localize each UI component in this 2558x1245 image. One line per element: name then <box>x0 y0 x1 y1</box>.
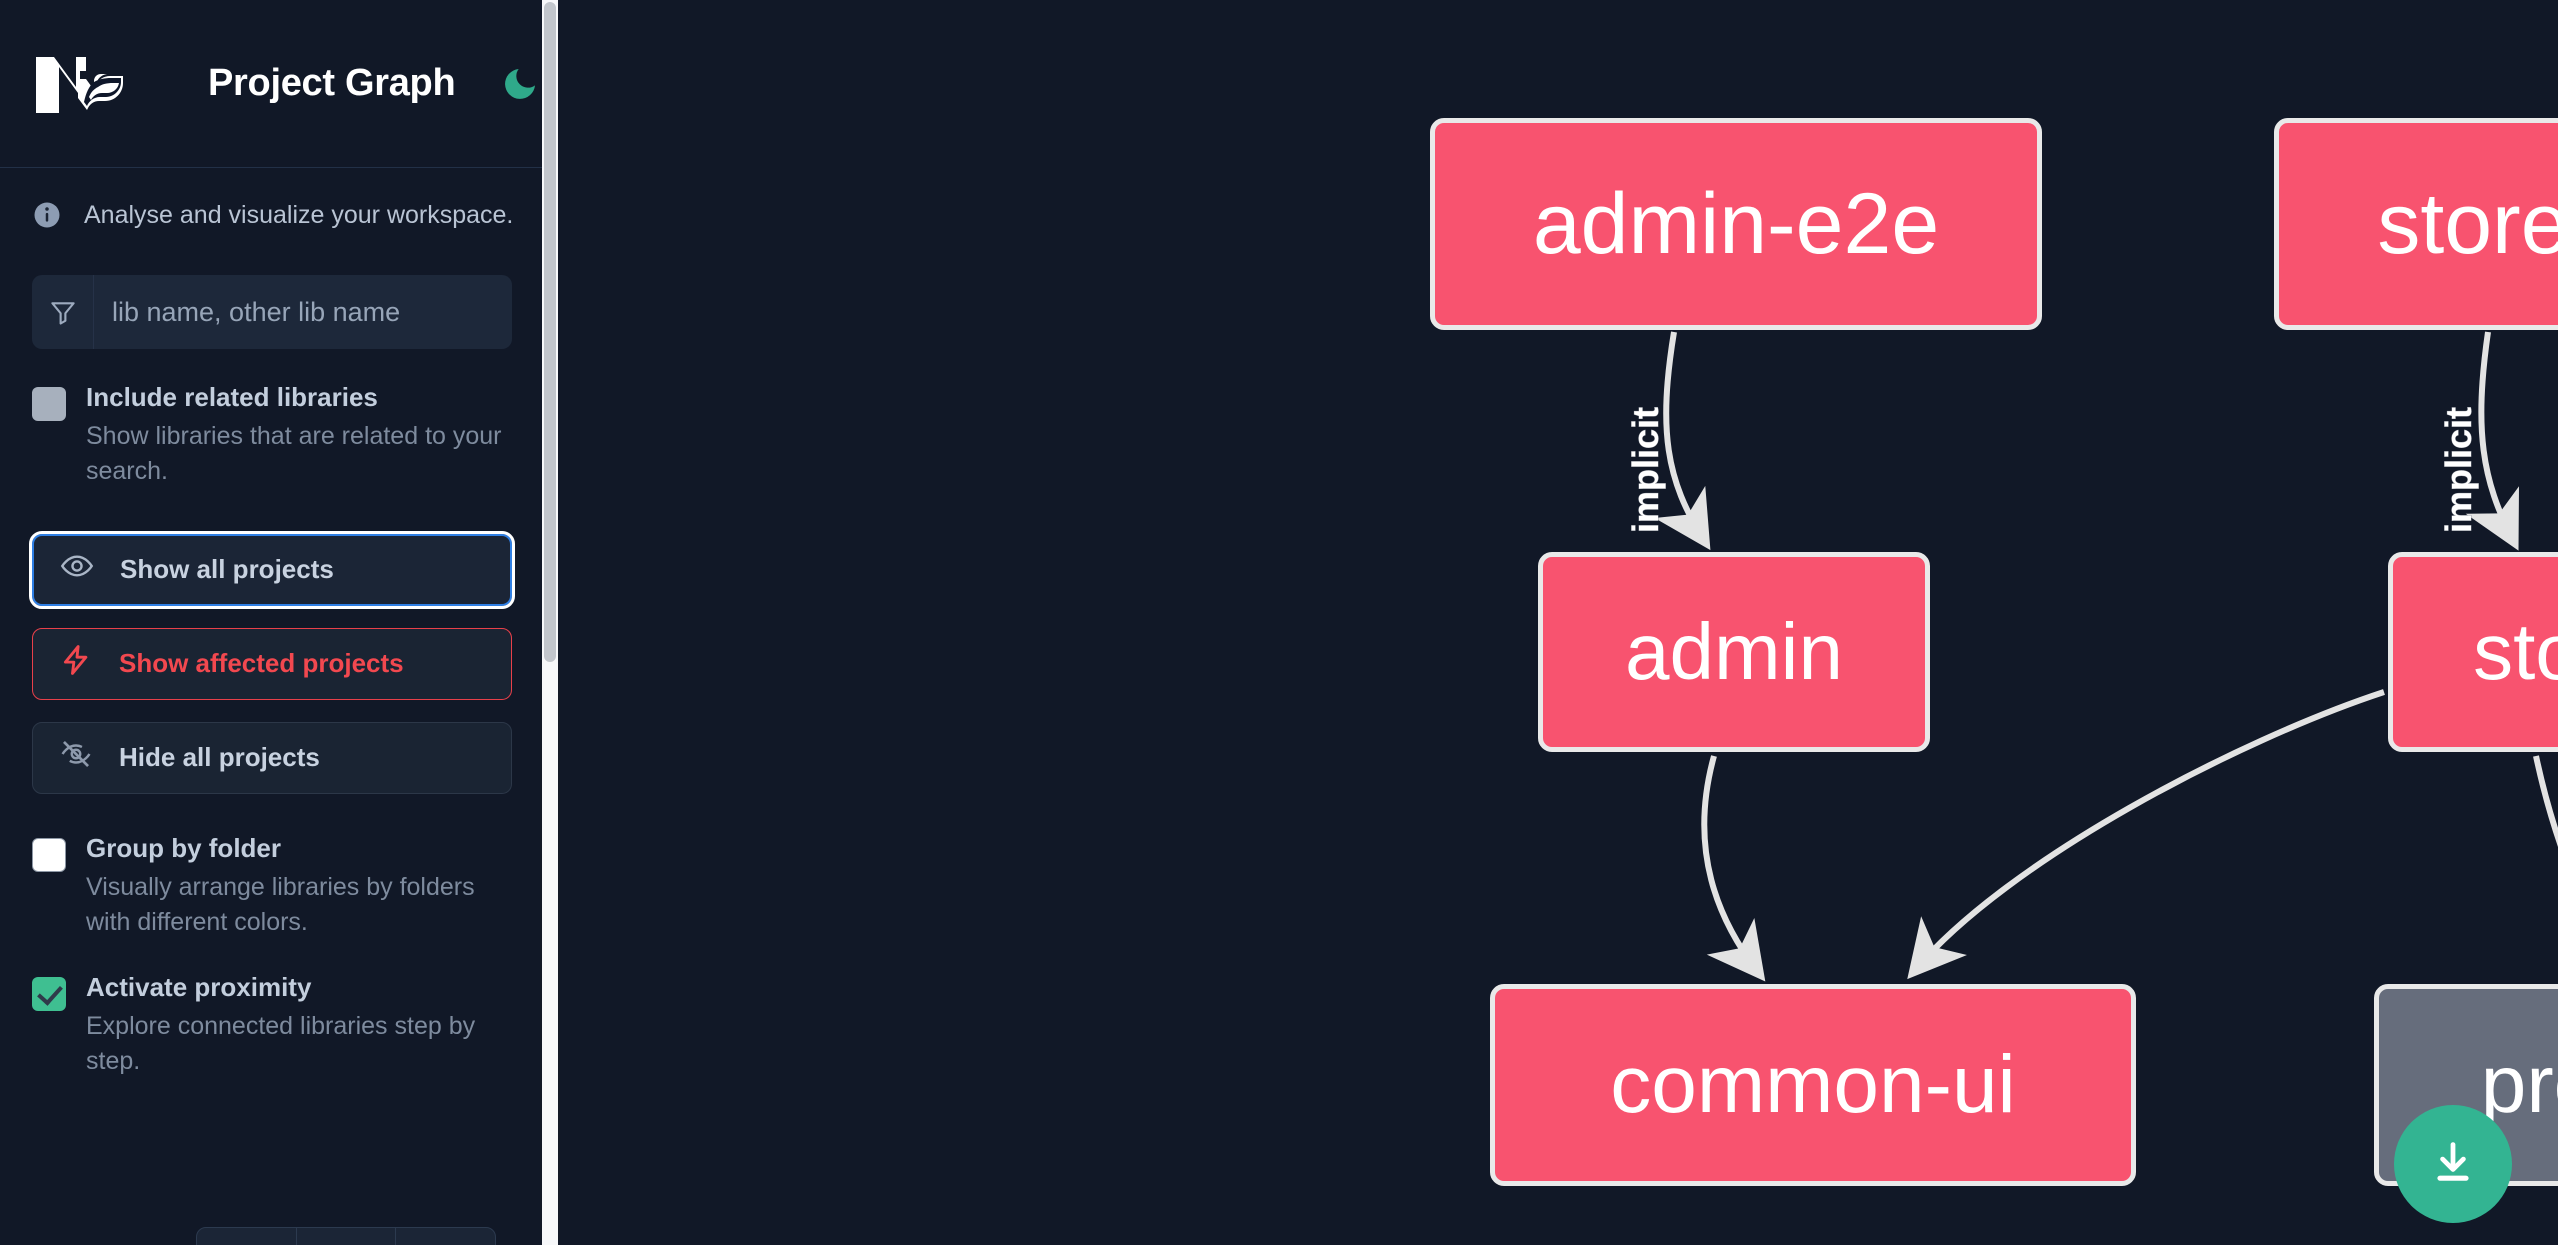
hide-all-projects-label: Hide all projects <box>119 742 320 773</box>
moon-icon[interactable] <box>497 61 542 107</box>
edge-admin-e2e-to-admin <box>1654 331 1711 551</box>
search-field[interactable] <box>32 275 512 349</box>
proximity-step-segmented-control[interactable] <box>196 1227 496 1245</box>
hide-all-projects-button[interactable]: Hide all projects <box>32 721 512 794</box>
page-title: Project Graph <box>208 62 456 104</box>
show-affected-projects-label: Show affected projects <box>119 648 404 679</box>
show-all-projects-label: Show all projects <box>120 554 334 585</box>
project-visibility-buttons: Show all projects Show affected projects <box>0 490 542 794</box>
graph-node-admin[interactable]: admin <box>1538 552 1930 752</box>
graph-node-store[interactable]: store <box>2388 552 2558 752</box>
show-affected-projects-button[interactable]: Show affected projects <box>32 627 512 700</box>
checkbox-group-by-folder[interactable]: Group by folder Visually arrange librari… <box>0 794 542 941</box>
edge-label-implicit: implicit <box>1625 407 1666 533</box>
info-circle-icon <box>32 200 62 230</box>
edge-store-e2e-to-store <box>2465 331 2520 551</box>
graph-node-admin-e2e[interactable]: admin-e2e <box>1430 118 2042 330</box>
info-banner: Analyse and visualize your workspace. <box>0 168 542 230</box>
include-related-libraries-label: Include related libraries <box>86 382 378 412</box>
graph-node-label: common-ui <box>1610 1039 2016 1130</box>
sidebar-scrollbar-thumb[interactable] <box>544 2 556 662</box>
group-by-folder-description: Visually arrange libraries by folders wi… <box>86 872 475 937</box>
proximity-step-option[interactable] <box>396 1228 495 1245</box>
edge-store-to-products <box>2533 755 2558 848</box>
search-input[interactable] <box>94 275 512 349</box>
download-button[interactable] <box>2394 1105 2512 1223</box>
graph-node-label: admin <box>1625 607 1843 696</box>
include-related-libraries-description: Show libraries that are related to your … <box>86 421 502 486</box>
proximity-step-option[interactable] <box>297 1228 397 1245</box>
edge-admin-to-common-ui <box>1701 755 1766 982</box>
activate-proximity-description: Explore connected libraries step by step… <box>86 1011 476 1076</box>
graph-node-common-ui[interactable]: common-ui <box>1490 984 2136 1186</box>
info-text: Analyse and visualize your workspace. <box>84 200 514 229</box>
graph-node-label: products <box>2480 1039 2558 1130</box>
graph-node-label: store <box>2473 607 2558 696</box>
download-icon <box>2427 1137 2479 1192</box>
graph-edges: implicit implicit <box>1625 331 2558 982</box>
sidebar-scrollbar[interactable] <box>542 0 558 1245</box>
show-all-projects-button[interactable]: Show all projects <box>29 530 515 609</box>
proximity-step-option[interactable] <box>197 1228 297 1245</box>
checkbox-activate-proximity[interactable]: Activate proximity Explore connected lib… <box>0 941 542 1080</box>
edge-label-implicit: implicit <box>2438 407 2479 533</box>
group-by-folder-label: Group by folder <box>86 832 281 863</box>
group-by-folder-checkbox[interactable] <box>32 837 66 872</box>
lightning-bolt-icon <box>59 643 93 684</box>
filter-icon <box>32 275 94 349</box>
activate-proximity-label: Activate proximity <box>86 971 312 1002</box>
graph-canvas[interactable]: implicit implicit admin-e2e store-e2e ad… <box>558 0 2558 1245</box>
graph-node-label: store-e2e <box>2377 175 2558 272</box>
activate-proximity-checkbox[interactable] <box>32 976 66 1011</box>
eye-off-icon <box>59 737 93 778</box>
edge-store-to-common-ui <box>1907 689 2385 980</box>
graph-node-store-e2e[interactable]: store-e2e <box>2274 118 2558 330</box>
sidebar: Project Graph Analyse and visualize your… <box>0 0 558 1245</box>
eye-icon <box>60 549 94 590</box>
sidebar-header: Project Graph <box>0 0 542 168</box>
nx-logo-icon <box>32 51 128 117</box>
graph-node-label: admin-e2e <box>1532 175 1940 272</box>
include-related-libraries-checkbox[interactable] <box>32 387 66 421</box>
checkbox-include-related-libraries[interactable]: Include related libraries Show libraries… <box>0 349 542 490</box>
